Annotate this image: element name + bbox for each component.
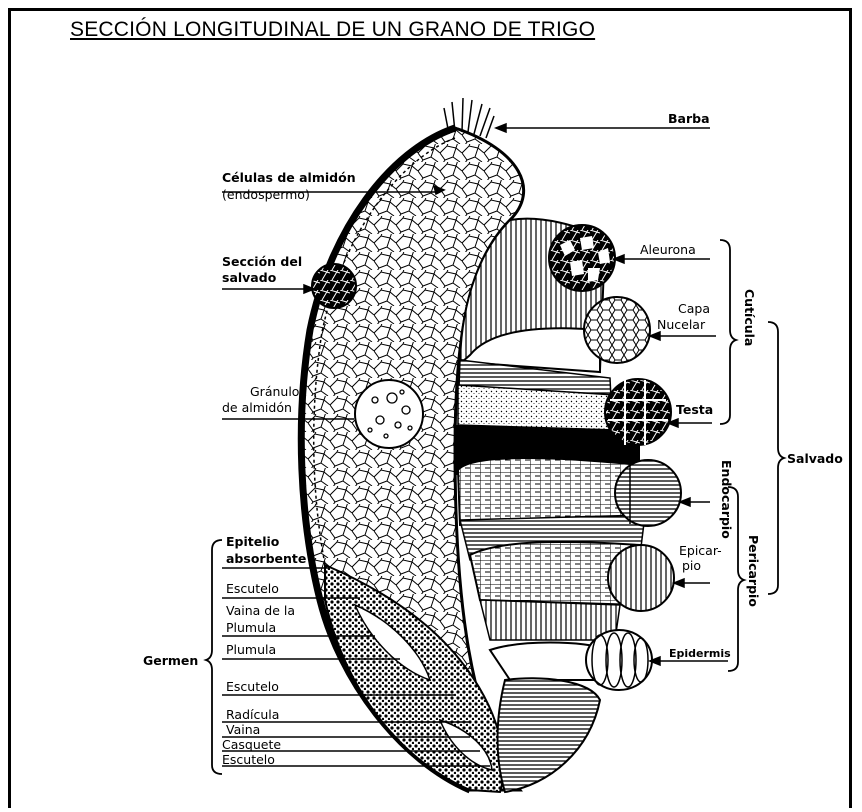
label-epidermis: Epidermis [669, 646, 731, 661]
label-endocarpio: Endocarpio [719, 460, 734, 539]
label-salvado: Salvado [787, 451, 843, 466]
label-pericarpio: Pericarpio [746, 535, 761, 607]
label-epitelio: Epitelio [226, 534, 279, 549]
label-granulos: Gránulos [250, 384, 306, 399]
label-germen: Germen [143, 653, 198, 668]
label-seccion-del: Sección del [222, 254, 302, 269]
label-escutelo-1: Escutelo [226, 581, 279, 596]
label-vaina-de-la: Vaina de la [226, 603, 295, 618]
label-testa: Testa [676, 402, 713, 417]
label-celulas-almidon: Células de almidón [222, 170, 356, 185]
label-escutelo-3: Escutelo [222, 752, 275, 767]
label-epicarpio-1: Epicar- [679, 543, 722, 558]
label-casquete: Casquete [222, 737, 281, 752]
label-escutelo-2: Escutelo [226, 679, 279, 694]
label-barba: Barba [668, 111, 710, 126]
label-absorbente: absorbente [226, 551, 306, 566]
label-endospermo: (endospermo) [222, 187, 310, 202]
label-radicula: Radícula [226, 707, 279, 722]
label-cuticula: Cutícula [742, 289, 757, 346]
label-salvado-seccion: salvado [222, 270, 276, 285]
label-epicarpio-2: pio [682, 558, 701, 573]
label-plumula: Plumula [226, 642, 276, 657]
label-vaina: Vaina [226, 722, 260, 737]
label-aleurona: Aleurona [640, 242, 696, 257]
label-plumula-vaina: Plumula [226, 620, 276, 635]
label-de-almidon: de almidón [222, 400, 292, 415]
label-capa: Capa [678, 301, 710, 316]
label-nucelar: Nucelar [657, 317, 705, 332]
